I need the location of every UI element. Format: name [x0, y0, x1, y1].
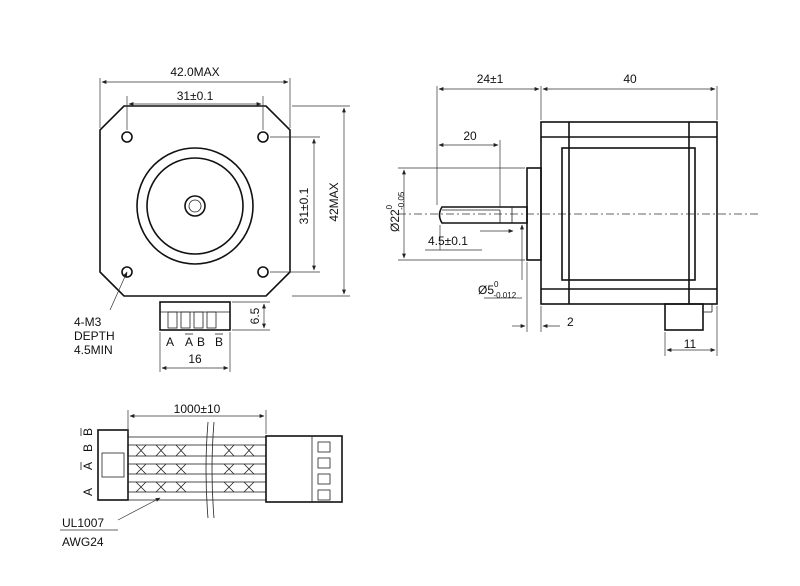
mount-hole [257, 266, 269, 278]
pin-label-a-bar: A [185, 335, 193, 349]
pin-label-b-bar: B [215, 335, 223, 349]
shaft-diameter-upper: 0 [494, 280, 499, 289]
shaft-end-inner [188, 199, 202, 213]
mount-hole [121, 266, 133, 278]
connector-width-label: 16 [188, 352, 202, 366]
mount-hole [257, 131, 269, 143]
front-hole-spacing-h-label: 31±0.1 [177, 89, 214, 103]
boss-outer [136, 147, 254, 265]
wire-label-b: B [81, 444, 95, 452]
connector-depth-label: 6.5 [248, 307, 262, 324]
screw-note-1: 4-M3 [74, 315, 102, 329]
mount-hole [121, 131, 133, 143]
shaft-diameter-lower: -0.012 [493, 291, 516, 300]
boss-diameter-base: Ø22 [388, 209, 402, 232]
boss-diameter-lower: -0.05 [397, 191, 406, 210]
wire-label-b-bar: B [81, 428, 95, 436]
front-height-label: 42MAX [327, 182, 341, 221]
flat-length-label: 20 [463, 129, 477, 143]
far-connector [265, 435, 343, 503]
side-view: 24±1 40 20 Ø220-0.05 4.5±0.1 Ø50-0.012 2 [385, 72, 760, 356]
shaft-diameter-base: Ø5 [478, 283, 494, 297]
flange-outline [99, 105, 291, 297]
wire-spec-1: UL1007 [62, 516, 104, 530]
screw-note-2: DEPTH [74, 329, 115, 343]
pin-label-b: B [197, 335, 205, 349]
shaft-length-label: 24±1 [477, 72, 504, 86]
cable-length-label: 1000±10 [174, 402, 221, 416]
shaft-end [184, 195, 206, 217]
motor-side-connector [97, 429, 129, 501]
connector-offset-label: 11 [684, 337, 697, 351]
cable-view: B A B A [60, 402, 343, 549]
break-line [211, 421, 215, 519]
shaft-diameter-label: Ø50 -0.012 [478, 280, 517, 300]
pin-label-a: A [166, 335, 174, 349]
boss-height-label: 2 [567, 315, 574, 329]
wire-spec-2: AWG24 [62, 535, 104, 549]
shaft [438, 206, 528, 224]
wire-label-a-bar: A [81, 462, 95, 470]
wire-label-a: A [81, 488, 95, 496]
connector [159, 301, 231, 331]
side-connector [664, 303, 704, 331]
front-hole-spacing-v-label: 31±0.1 [297, 187, 311, 224]
flat-depth-label: 4.5±0.1 [428, 234, 468, 248]
break-line [205, 421, 209, 519]
boss-diameter-upper: 0 [385, 204, 394, 209]
body-length-label: 40 [623, 72, 637, 86]
boss-inner [146, 157, 244, 255]
boss-diameter-label: Ø220-0.05 [385, 191, 406, 232]
screw-note-3: 4.5MIN [74, 343, 113, 357]
front-width-label: 42.0MAX [170, 65, 219, 79]
motor-body [540, 121, 718, 305]
front-view: 42.0MAX 31±0.1 31±0.1 42MAX 6.5 A A B B … [74, 65, 350, 372]
